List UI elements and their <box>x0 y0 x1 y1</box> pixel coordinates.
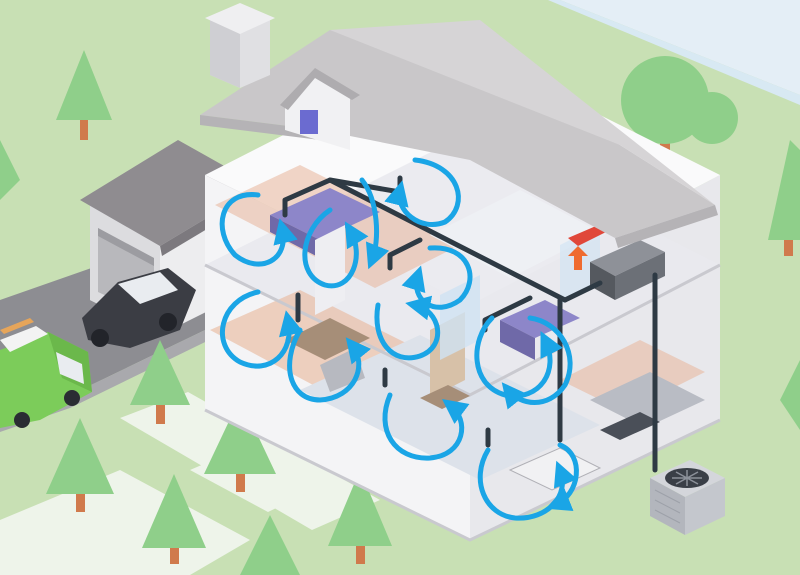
airflow-arrow-icon <box>302 207 369 289</box>
airflow-loops <box>219 157 579 521</box>
tree-icon <box>240 515 300 575</box>
airflow-arrow-icon <box>220 289 304 369</box>
airflow-arrow-icon <box>359 177 390 270</box>
airflow-arrow-icon <box>501 315 573 410</box>
airflow-arrow-icon <box>401 245 473 310</box>
airflow-arrow-icon <box>382 392 470 461</box>
airflow-arrow-icon <box>568 246 588 270</box>
tree-icon <box>328 470 392 564</box>
furnace-icon <box>568 226 665 300</box>
tree-icon <box>780 360 800 430</box>
airflow-arrow-icon <box>384 157 461 227</box>
tree-icon <box>142 474 206 564</box>
airflow-arrow-icon <box>219 192 298 267</box>
airflow-arrow-icon <box>545 442 579 512</box>
tree-icon <box>768 140 800 256</box>
tree-icon <box>56 50 112 140</box>
tree-icon <box>130 340 190 424</box>
car-icon <box>82 268 196 348</box>
tree-icon <box>204 398 276 492</box>
airflow-arrow-icon <box>374 295 441 361</box>
tree-icon <box>46 418 114 512</box>
sidewalk-lower <box>0 470 250 575</box>
tree-icon <box>0 140 20 200</box>
ac-unit-icon <box>650 460 725 535</box>
chimney-icon <box>205 3 275 88</box>
tree-icon <box>621 56 738 158</box>
roof <box>200 3 718 248</box>
airflow-arrow-icon <box>287 327 372 403</box>
van-icon <box>0 318 92 428</box>
sofa <box>285 318 370 360</box>
water-edge <box>548 0 800 105</box>
